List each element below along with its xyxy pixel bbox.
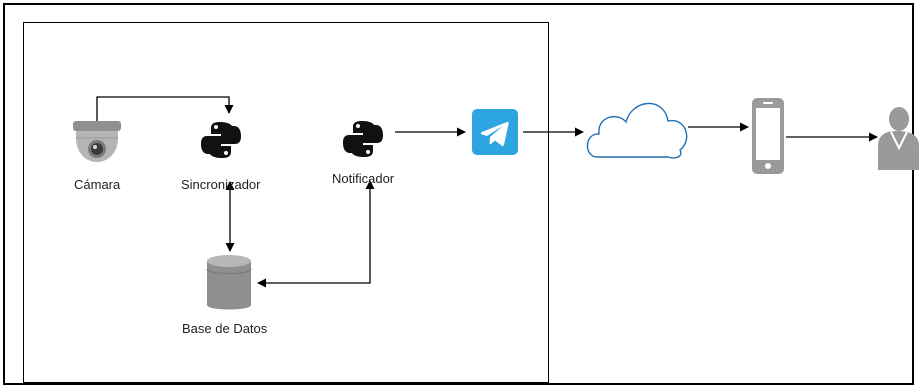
- telegram-icon: [472, 109, 518, 155]
- outer-frame: [3, 3, 914, 385]
- local-system-boundary: [23, 22, 549, 383]
- smartphone-icon: [752, 98, 784, 174]
- camera-label: Cámara: [74, 177, 121, 192]
- sync-label: Sincronizador: [181, 177, 261, 192]
- python-icon: [343, 121, 383, 157]
- cloud-icon: [586, 102, 688, 159]
- database-icon: [206, 255, 252, 310]
- python-icon: [201, 122, 241, 158]
- notifier-label: Notificador: [332, 171, 395, 186]
- edge-camera-to-sync: [96, 96, 234, 121]
- security-camera-icon: [73, 121, 121, 162]
- database-label: Base de Datos: [182, 321, 268, 336]
- edge-database-notifier: [257, 180, 375, 288]
- edges: [96, 96, 878, 288]
- user-icon: [878, 107, 919, 170]
